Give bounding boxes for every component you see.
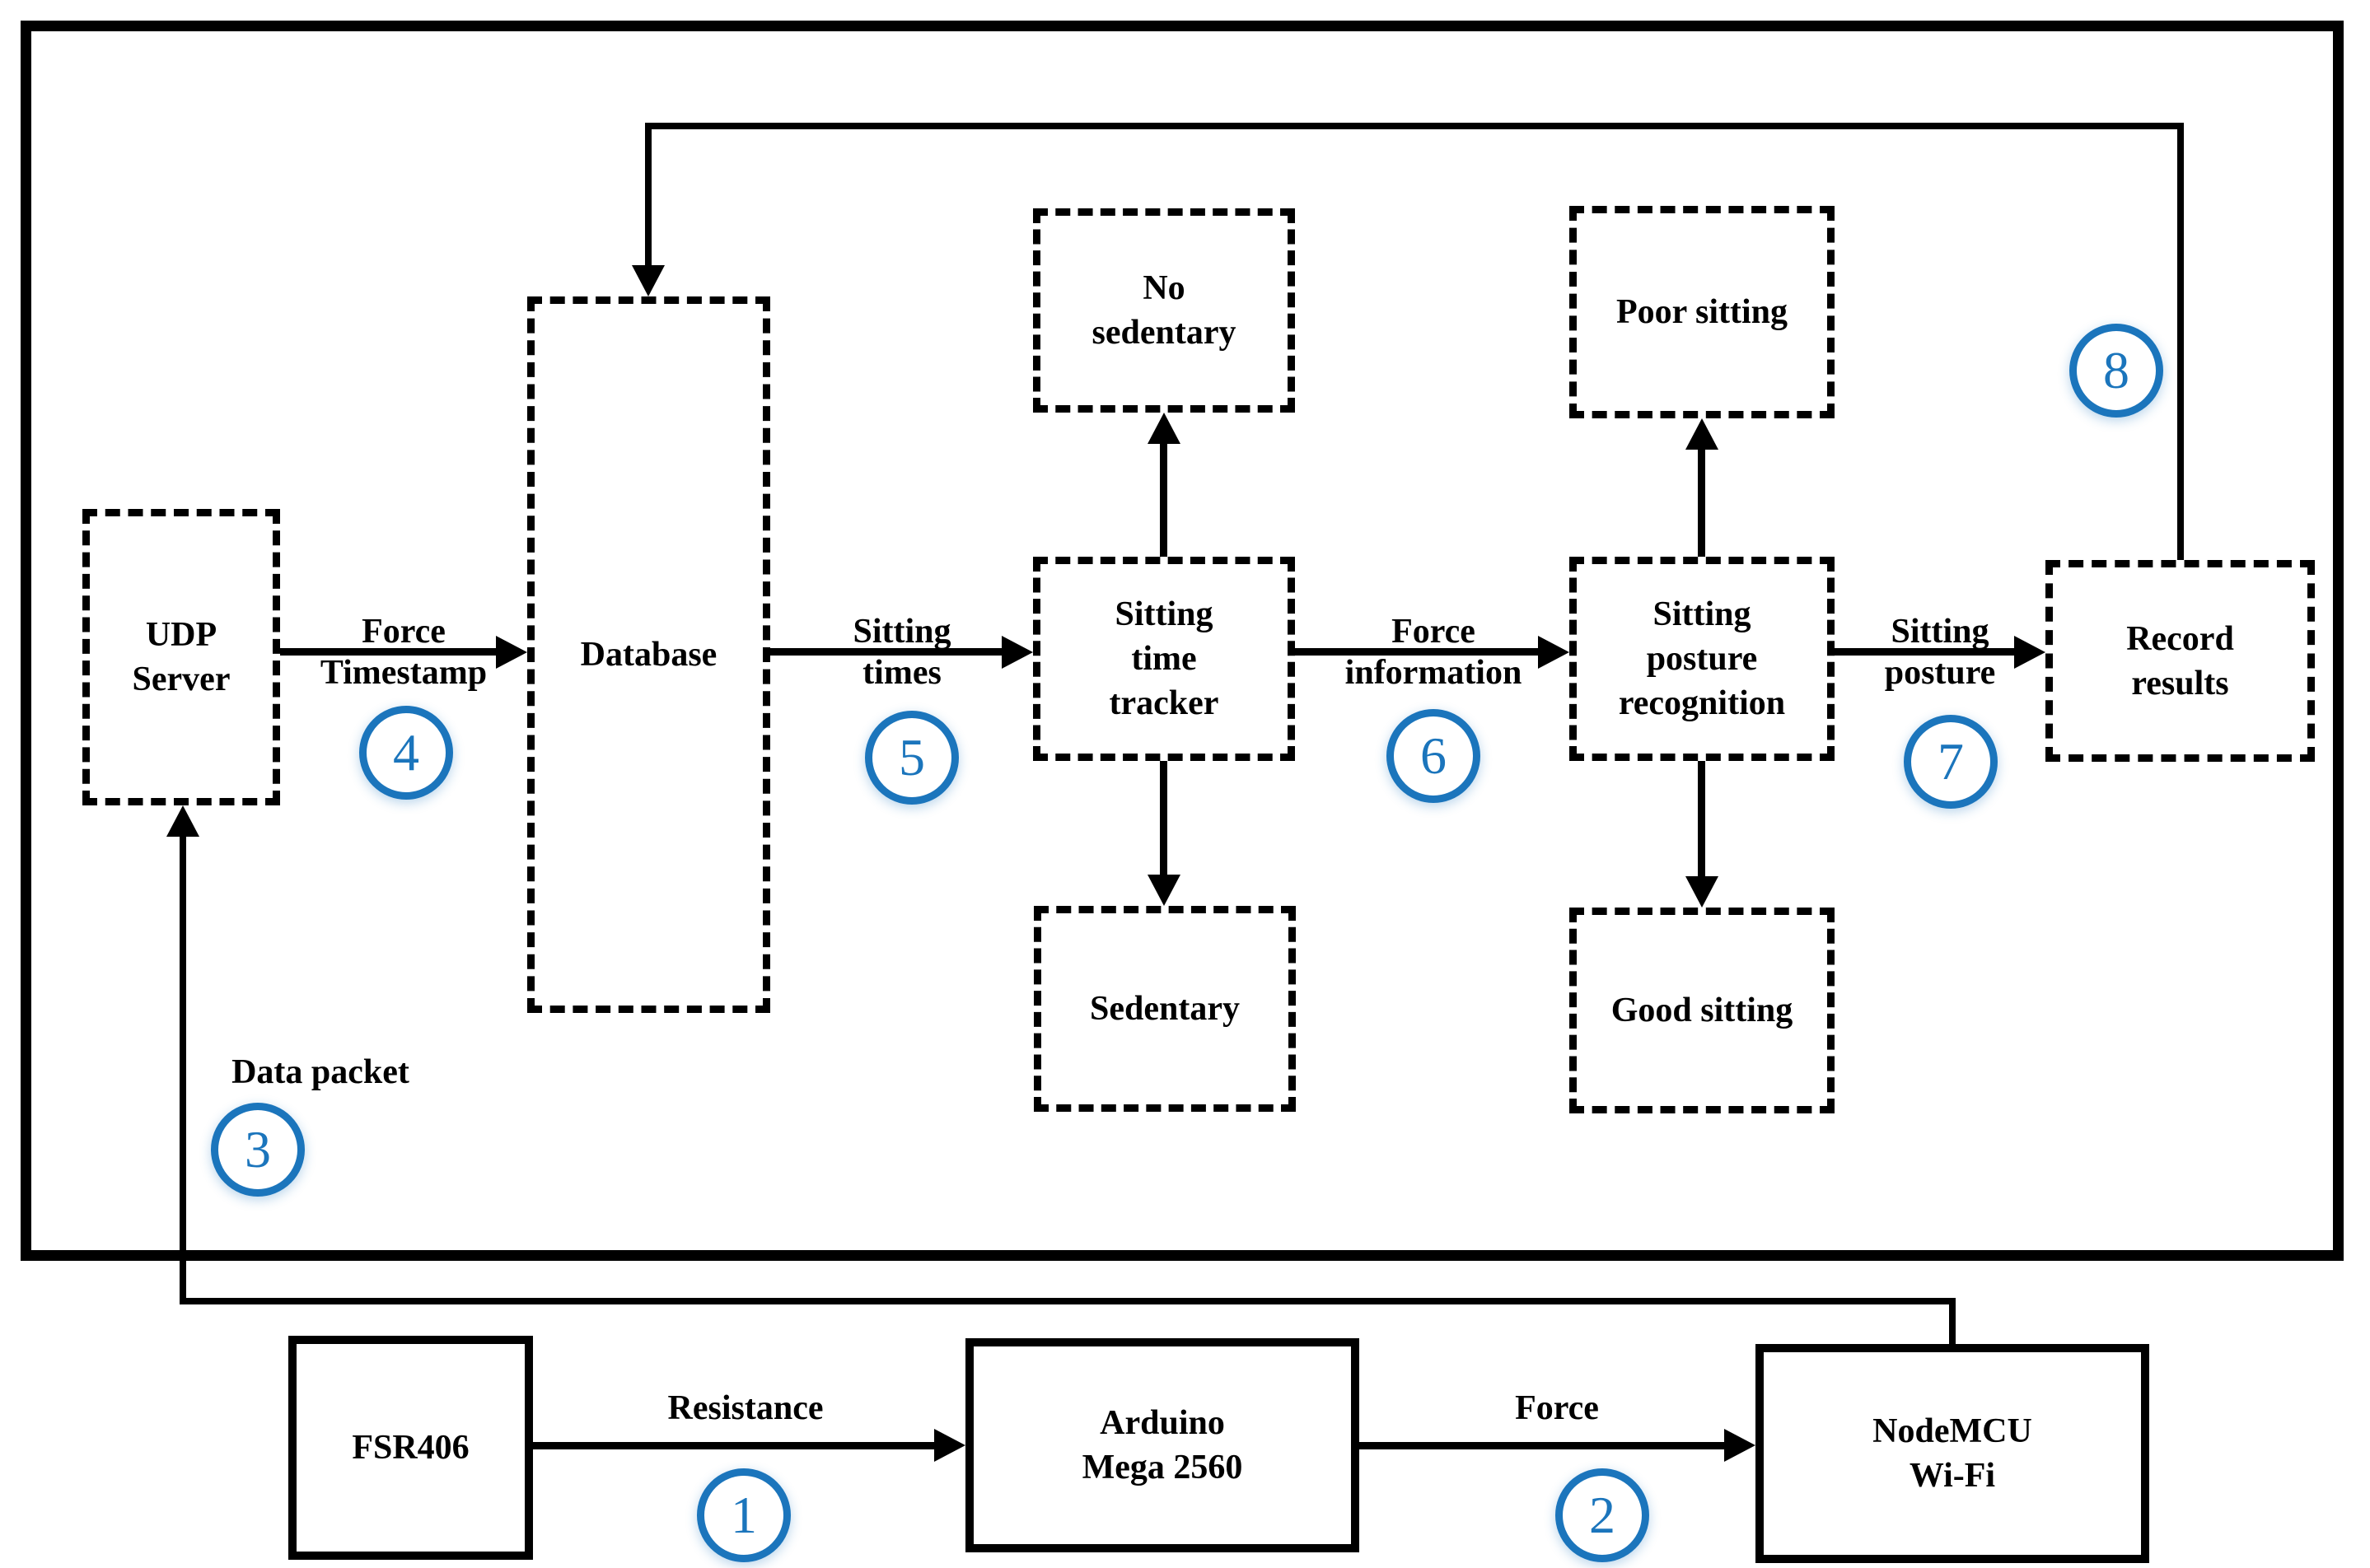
step-8-badge: 8 (2069, 324, 2163, 418)
sedentary-label: Sedentary (1090, 990, 1240, 1028)
good-sitting-label: Good sitting (1610, 992, 1793, 1029)
fsr406-box: FSR406 (288, 1336, 533, 1560)
edge-label-force-information: Force information (1344, 613, 1522, 692)
sitting-time-tracker-label: Sitting time tracker (1109, 595, 1219, 722)
udp-server-box: UDP Server (82, 509, 280, 805)
poor-sitting-box: Poor sitting (1569, 206, 1835, 418)
no-sedentary-label: No sedentary (1092, 269, 1236, 352)
edge-label-sitting-posture: Sitting posture (1884, 613, 1996, 692)
fsr406-label: FSR406 (352, 1429, 470, 1467)
arduino-box: Arduino Mega 2560 (965, 1338, 1359, 1552)
step-3-badge: 3 (211, 1103, 305, 1197)
database-label: Database (580, 636, 718, 674)
step-1-badge: 1 (697, 1468, 791, 1562)
poor-sitting-label: Poor sitting (1615, 293, 1788, 331)
udp-server-label: UDP Server (132, 616, 231, 698)
nodemcu-box: NodeMCU Wi-Fi (1755, 1344, 2149, 1563)
step-4-badge: 4 (359, 706, 453, 800)
step-6-badge: 6 (1386, 709, 1480, 803)
edge-label-data-packet: Data packet (231, 1053, 409, 1091)
sitting-time-tracker-box: Sitting time tracker (1033, 557, 1295, 761)
sitting-posture-recognition-box: Sitting posture recognition (1569, 557, 1835, 761)
system-boundary-rect (21, 21, 2344, 1261)
database-box: Database (527, 296, 770, 1013)
record-results-label: Record results (2126, 619, 2234, 702)
sedentary-box: Sedentary (1034, 906, 1296, 1112)
arduino-label: Arduino Mega 2560 (1082, 1404, 1243, 1486)
no-sedentary-box: No sedentary (1033, 208, 1295, 413)
step-7-badge: 7 (1904, 715, 1998, 809)
good-sitting-box: Good sitting (1569, 908, 1835, 1113)
edge-label-force-timestamp: Force Timestamp (320, 613, 488, 692)
edge-label-force: Force (1515, 1389, 1599, 1427)
step-2-badge: 2 (1555, 1468, 1649, 1562)
nodemcu-label: NodeMCU Wi-Fi (1872, 1412, 2032, 1495)
edge-label-resistance: Resistance (667, 1389, 824, 1427)
sitting-posture-recognition-label: Sitting posture recognition (1618, 595, 1786, 722)
step-5-badge: 5 (865, 711, 959, 805)
edge-label-sitting-times: Sitting times (853, 613, 951, 692)
record-results-box: Record results (2045, 560, 2315, 762)
